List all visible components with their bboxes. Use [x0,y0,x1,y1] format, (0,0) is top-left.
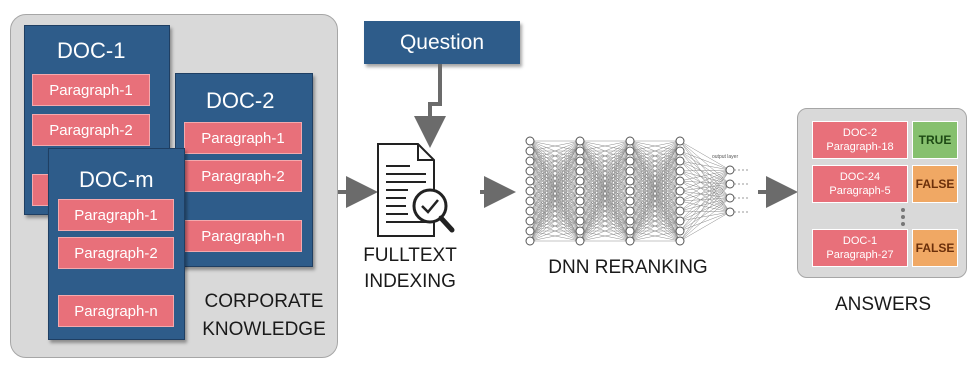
answer-1-doc-id: DOC-2 [842,127,878,139]
answer-1-verdict: TRUE [912,121,958,159]
answers-panel: DOC-2 Paragraph-18 TRUE DOC-24 Paragraph… [797,108,967,278]
doc-1-title: DOC-1 [57,38,126,63]
dnn-reranking-label: DNN RERANKING [548,257,708,278]
doc-2: DOC-2 Paragraph-1 Paragraph-2 Paragraph-… [175,73,313,267]
doc-2-paragraph-2: Paragraph-2 [184,160,302,192]
doc-1-paragraph-1: Paragraph-1 [32,74,150,106]
answer-2-paragraph: Paragraph-5 [829,185,891,197]
fulltext-label-line2: INDEXING [364,271,456,292]
answer-1-paragraph: Paragraph-18 [826,141,894,153]
answer-3-verdict: FALSE [912,229,958,267]
answer-3-doc-id: DOC-1 [842,235,878,247]
doc-m-paragraph-n: Paragraph-n [58,295,174,327]
doc-m-paragraph-2: Paragraph-2 [58,237,174,269]
doc-m-title: DOC-m [79,167,154,192]
fulltext-indexing-label: FULLTEXT INDEXING [350,243,470,295]
doc-2-paragraph-n: Paragraph-n [184,220,302,252]
doc-2-paragraph-1: Paragraph-1 [184,122,302,154]
answer-3-doc: DOC-1 Paragraph-27 [812,229,908,267]
corporate-knowledge-label: CORPORATE KNOWLEDGE [194,288,334,344]
corporate-label-line1: CORPORATE [204,291,324,312]
doc-m: DOC-m Paragraph-1 Paragraph-2 Paragraph-… [48,148,185,340]
doc-m-paragraph-1: Paragraph-1 [58,199,174,231]
neural-network-icon: output layer [525,136,750,246]
document-search-icon [377,143,455,237]
arrow-question-to-indexing [414,64,446,148]
fulltext-label-line1: FULLTEXT [363,245,457,266]
answer-2-verdict: FALSE [912,165,958,203]
doc-1-paragraph-2: Paragraph-2 [32,114,150,146]
answers-label: ANSWERS [834,294,932,315]
question-box: Question [364,21,520,64]
corporate-label-line2: KNOWLEDGE [202,319,326,340]
answer-2-doc-id: DOC-24 [839,171,881,183]
doc-2-title: DOC-2 [206,88,275,113]
answer-2-doc: DOC-24 Paragraph-5 [812,165,908,203]
answer-1-doc: DOC-2 Paragraph-18 [812,121,908,159]
output-layer-caption: output layer [712,154,738,160]
answer-3-paragraph: Paragraph-27 [826,249,894,261]
ellipsis-dots [901,208,909,226]
